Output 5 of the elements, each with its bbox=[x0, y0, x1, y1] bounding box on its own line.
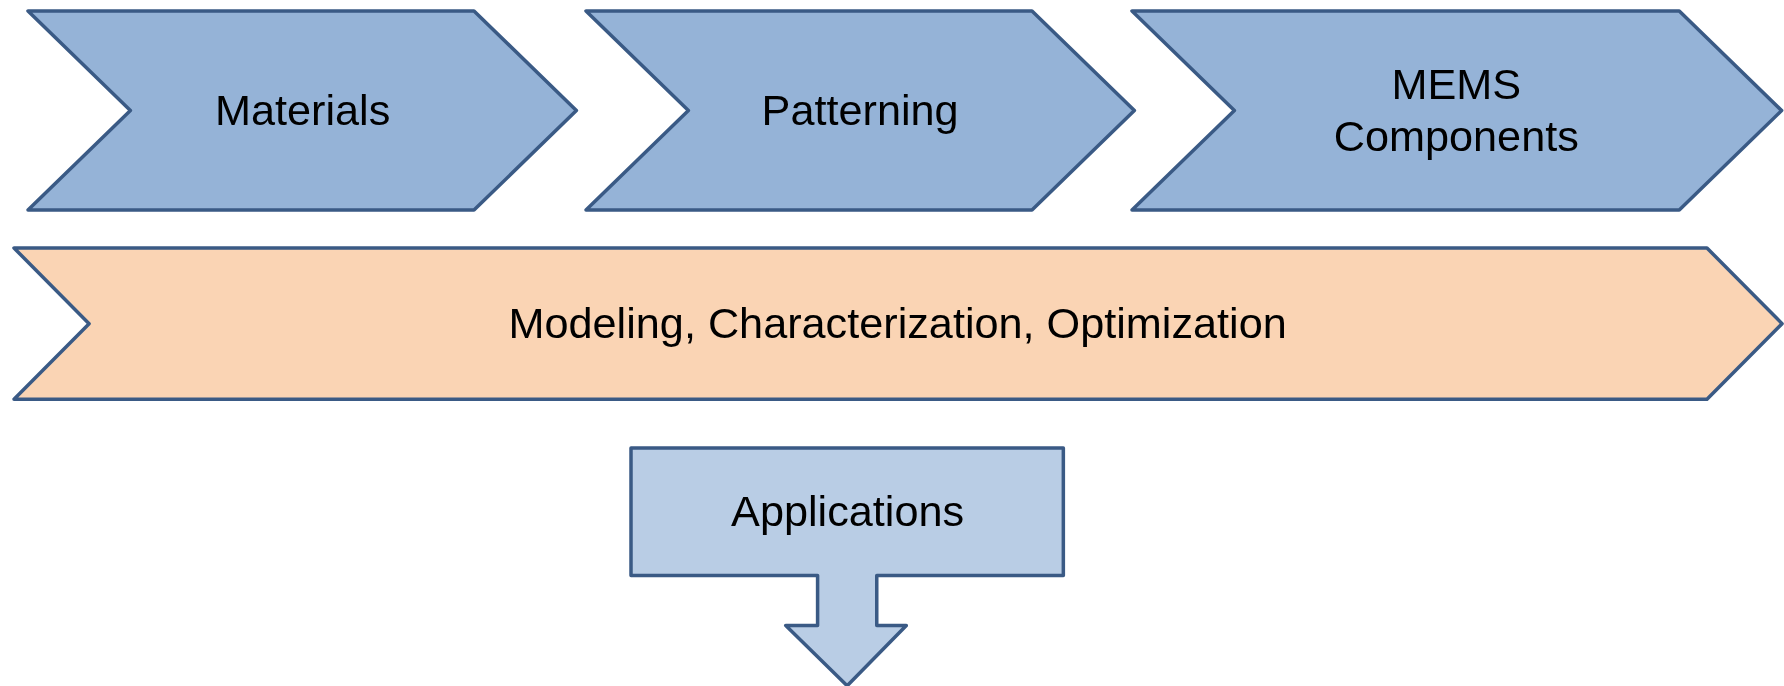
step-label: Patterning bbox=[761, 85, 959, 136]
step-label: MEMS Components bbox=[1332, 59, 1580, 162]
step-label: Modeling, Characterization, Optimization bbox=[508, 297, 1287, 349]
step-label: Materials bbox=[214, 85, 391, 136]
step-label: Applications bbox=[731, 486, 965, 538]
